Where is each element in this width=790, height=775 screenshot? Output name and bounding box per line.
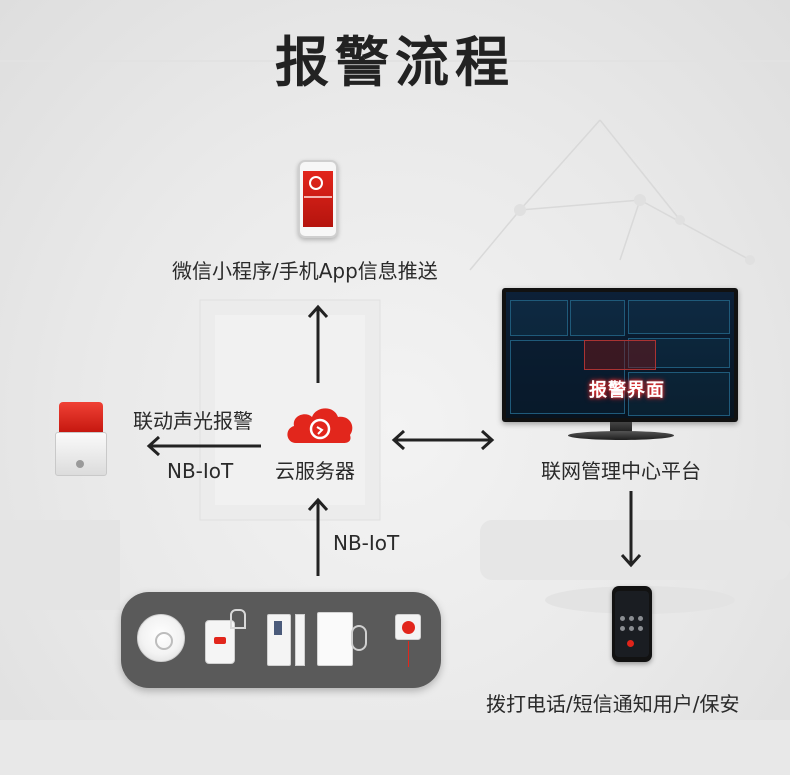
call-label: 拨打电话/短信通知用户/保安	[486, 692, 740, 716]
arrow-left-to-siren	[146, 435, 261, 457]
page-title: 报警流程	[275, 31, 515, 94]
platform-label: 联网管理中心平台	[541, 459, 701, 483]
sensor-devices-tray	[121, 592, 441, 688]
devices-link-label: NB-IoT	[333, 531, 400, 555]
arrow-up-to-app	[307, 304, 329, 383]
cloud-server-icon	[287, 408, 353, 443]
motion-sensor-icon	[317, 612, 367, 666]
emergency-button-icon	[395, 614, 421, 667]
door-sensor-icon	[267, 614, 291, 666]
cloud-label: 云服务器	[275, 459, 355, 483]
arrow-bidirectional-platform	[391, 429, 495, 451]
smoke-detector-icon	[137, 614, 185, 662]
monitor-icon: 报警界面	[502, 288, 738, 446]
siren-link-label: NB-IoT	[167, 459, 234, 483]
smartphone-icon	[298, 160, 338, 238]
arrow-down-to-call	[620, 491, 642, 568]
siren-label: 联动声光报警	[133, 409, 253, 433]
app-push-label: 微信小程序/手机App信息推送	[172, 259, 438, 283]
door-sensor-magnet-icon	[295, 614, 305, 666]
gas-detector-icon	[205, 609, 246, 664]
arrow-up-to-cloud	[307, 497, 329, 576]
alarm-screen-overlay: 报警界面	[589, 380, 665, 401]
phone-call-icon	[612, 586, 652, 662]
alarm-siren-icon	[55, 400, 110, 478]
